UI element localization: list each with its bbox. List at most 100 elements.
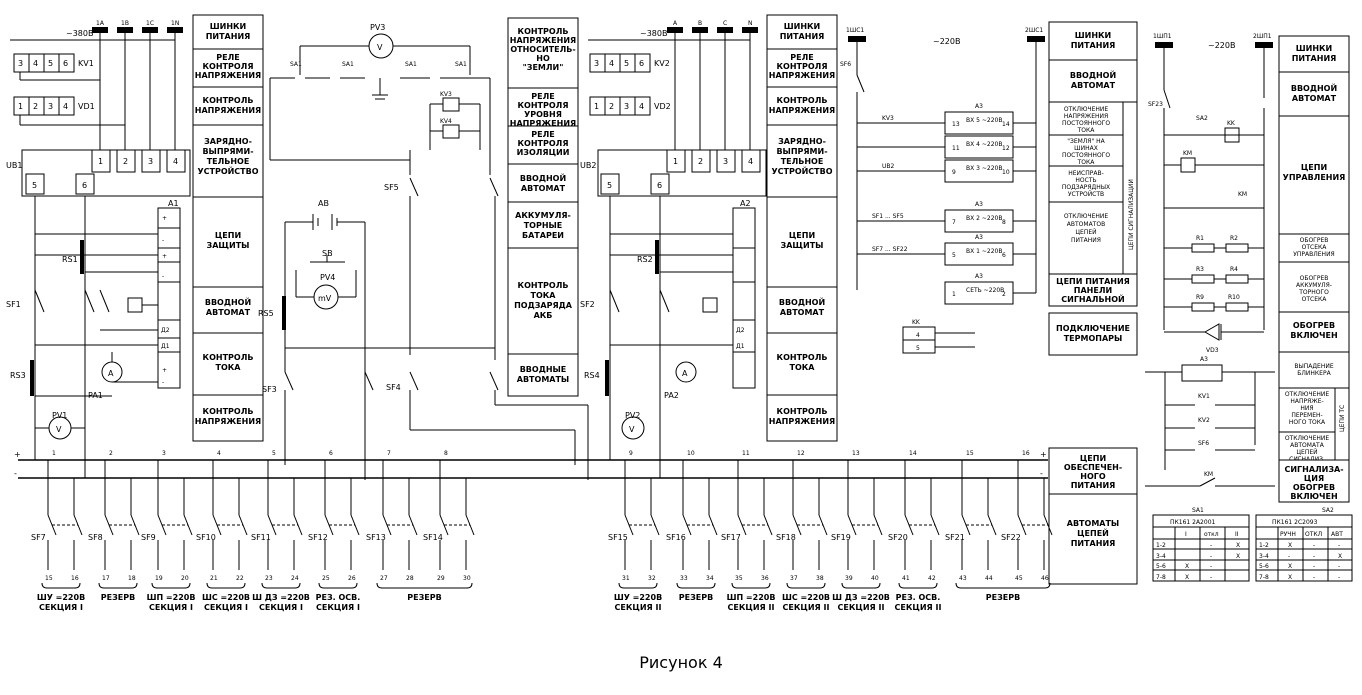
svg-text:II: II [1235, 531, 1239, 538]
svg-text:X: X [1288, 574, 1292, 581]
breaker-label: SF13 [366, 533, 386, 542]
svg-text:-: - [1040, 469, 1043, 478]
terminal-label: 43 [959, 575, 967, 582]
terminal-label: 26 [348, 575, 356, 582]
a1-block: A1 +- +- Д2 Д1 +- [157, 199, 181, 389]
terminal-label: 17 [102, 575, 110, 582]
breaker-label: SF17 [721, 533, 741, 542]
svg-text:ВХ 5 ~220В: ВХ 5 ~220В [966, 117, 1002, 124]
svg-text:A3: A3 [1200, 356, 1208, 363]
svg-text:1ШП1: 1ШП1 [1153, 33, 1172, 40]
svg-text:АВТ: АВТ [1331, 531, 1343, 538]
svg-text:UB2: UB2 [882, 163, 895, 170]
group-brace [206, 582, 246, 589]
bus-number: 1 [52, 450, 56, 457]
pv2-label: PV2 [625, 411, 640, 420]
group-label: РЕЗЕРВ [407, 593, 441, 602]
svg-text:4: 4 [916, 332, 920, 339]
svg-text:N: N [748, 20, 753, 27]
terminal-label: 31 [622, 575, 630, 582]
breaker-label: SF12 [308, 533, 328, 542]
breaker-label: SF9 [141, 533, 156, 542]
group-brace [376, 582, 473, 589]
group-brace [41, 582, 81, 589]
phase-label: 1A [96, 20, 105, 27]
bus-number: 7 [387, 450, 391, 457]
svg-text:SF23: SF23 [1148, 101, 1163, 108]
svg-text:ВХ 2 ~220В: ВХ 2 ~220В [966, 215, 1002, 222]
svg-text:-: - [162, 379, 164, 386]
svg-text:6: 6 [657, 181, 662, 190]
svg-text:3: 3 [18, 59, 23, 68]
svg-text:1: 1 [673, 157, 678, 166]
svg-text:SA1: SA1 [405, 61, 417, 68]
terminal-label: 27 [380, 575, 388, 582]
svg-text:ПК161 2А2001: ПК161 2А2001 [1170, 519, 1216, 526]
terminal-label: 45 [1015, 575, 1023, 582]
svg-text:Д2: Д2 [736, 327, 745, 334]
svg-text:SA1: SA1 [455, 61, 467, 68]
terminal-label: 19 [155, 575, 163, 582]
terminal-label: 29 [437, 575, 445, 582]
group-brace [261, 582, 301, 589]
svg-text:VD3: VD3 [1206, 347, 1219, 354]
svg-text:5: 5 [916, 345, 920, 352]
group-brace [618, 582, 658, 589]
svg-text:-: - [1313, 574, 1315, 581]
svg-text:6: 6 [82, 181, 87, 190]
bus-number: 10 [687, 450, 695, 457]
svg-text:ОТКЛ: ОТКЛ [1305, 531, 1322, 538]
breaker-label: SF21 [945, 533, 965, 542]
svg-text:KK: KK [1227, 120, 1236, 127]
svg-text:-: - [1288, 553, 1290, 560]
left-supply-label: ~380В [66, 29, 93, 38]
terminal-label: 37 [790, 575, 798, 582]
svg-text:R9: R9 [1196, 294, 1204, 301]
svg-text:X: X [1338, 553, 1342, 560]
svg-text:SF6: SF6 [840, 61, 851, 68]
svg-text:ВХ 1 ~220В: ВХ 1 ~220В [966, 248, 1002, 255]
bus-number: 3 [162, 450, 166, 457]
svg-text:1ШС1: 1ШС1 [846, 27, 864, 34]
svg-text:3-4: 3-4 [1259, 553, 1269, 560]
svg-text:ПК161 2С2093: ПК161 2С2093 [1272, 519, 1318, 526]
svg-text:4: 4 [639, 102, 644, 111]
svg-text:~220В: ~220В [933, 37, 960, 46]
breaker-label: SF19 [831, 533, 851, 542]
svg-text:X: X [1236, 542, 1240, 549]
terminal-label: 41 [902, 575, 910, 582]
svg-text:РУЧН: РУЧН [1280, 531, 1296, 538]
bus-number: 9 [629, 450, 633, 457]
svg-text:SA1: SA1 [1192, 507, 1204, 514]
svg-text:C: C [723, 20, 727, 27]
svg-text:A3: A3 [975, 273, 983, 280]
svg-text:8: 8 [1002, 219, 1006, 226]
rs5-label: RS5 [258, 309, 274, 318]
bus-number: 11 [742, 450, 750, 457]
svg-text:Д1: Д1 [161, 343, 170, 350]
terminal-label: 21 [210, 575, 218, 582]
kv4-label: KV4 [440, 118, 452, 125]
svg-text:-: - [14, 469, 17, 478]
